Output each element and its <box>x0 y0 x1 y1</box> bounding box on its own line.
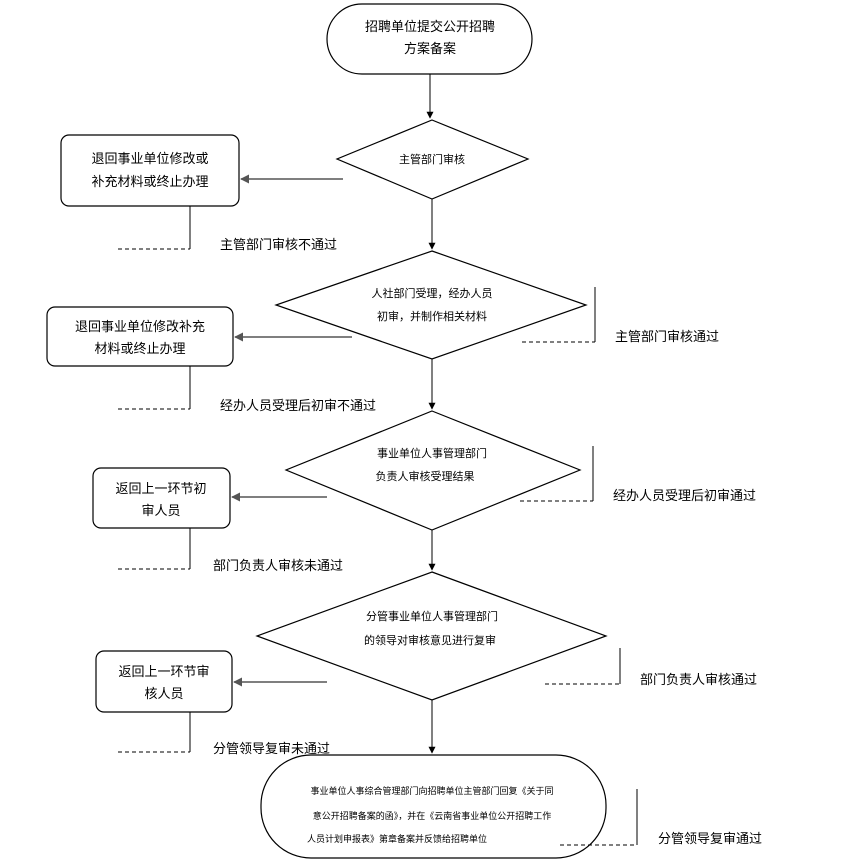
pass-callout-1: 主管部门审核通过 <box>522 287 719 345</box>
decision-2-line2: 初审，并制作相关材料 <box>377 309 487 323</box>
fail-callout-1: 主管部门审核不通过 <box>118 206 337 253</box>
decision-hr-acceptance-review: 人社部门受理，经办人员 初审，并制作相关材料 <box>274 250 588 360</box>
decision-4-line1: 分管事业单位人事管理部门 <box>366 609 498 623</box>
pass-label-4: 分管领导复审通过 <box>658 832 762 847</box>
decision-2-line1: 人社部门受理，经办人员 <box>372 286 493 300</box>
return-box-2-line2: 材料或终止办理 <box>94 341 185 357</box>
pass-callout-2: 经办人员受理后初审通过 <box>520 446 756 504</box>
pass-callout-4: 分管领导复审通过 <box>560 789 762 847</box>
return-box-3-line2: 审人员 <box>141 504 180 519</box>
end-node-line2: 意公开招聘备案的函》，并在《云南省事业单位公开招聘工作 <box>313 810 552 822</box>
return-box-4-line1: 返回上一环节审 <box>118 665 209 680</box>
decision-1-label: 主管部门审核 <box>399 152 465 166</box>
pass-label-1: 主管部门审核通过 <box>615 330 719 345</box>
start-node-line1: 招聘单位提交公开招聘 <box>365 19 495 35</box>
pass-label-3: 部门负责人审核通过 <box>640 673 757 688</box>
end-node: 事业单位人事综合管理部门向招聘单位主管部门回复《关于同 意公开招聘备案的函》，并… <box>260 754 607 859</box>
return-box-3-line1: 返回上一环节初 <box>115 482 206 497</box>
decision-4-line2: 的领导对审核意见进行复审 <box>364 633 496 647</box>
return-box-3: 返回上一环节初 审人员 <box>92 467 231 529</box>
fail-callout-3: 部门负责人审核未通过 <box>118 528 343 574</box>
return-box-1-line1: 退回事业单位修改或 <box>91 152 208 167</box>
decision-3-line1: 事业单位人事管理部门 <box>377 446 487 460</box>
decision-department-head-review: 事业单位人事管理部门 负责人审核受理结果 <box>284 410 582 531</box>
return-box-2-line1: 退回事业单位修改补充 <box>75 319 205 335</box>
decision-leader-re-review: 分管事业单位人事管理部门 的领导对审核意见进行复审 <box>255 571 608 701</box>
fail-label-4: 分管领导复审未通过 <box>213 742 330 757</box>
fail-label-3: 部门负责人审核未通过 <box>213 559 343 574</box>
decision-3-line2: 负责人审核受理结果 <box>376 469 475 483</box>
start-node: 招聘单位提交公开招聘 方案备案 <box>326 3 533 75</box>
fail-label-1: 主管部门审核不通过 <box>220 238 337 253</box>
pass-label-2: 经办人员受理后初审通过 <box>613 489 756 504</box>
return-box-4: 返回上一环节审 核人员 <box>95 650 233 713</box>
fail-callout-2: 经办人员受理后初审不通过 <box>118 366 376 414</box>
return-box-4-line2: 核人员 <box>144 687 183 702</box>
return-box-1: 退回事业单位修改或 补充材料或终止办理 <box>60 134 240 207</box>
start-node-line2: 方案备案 <box>404 41 456 57</box>
return-box-1-line2: 补充材料或终止办理 <box>91 174 208 190</box>
decision-competent-department-review: 主管部门审核 <box>335 119 530 200</box>
pass-callout-3: 部门负责人审核通过 <box>545 648 757 688</box>
return-box-2: 退回事业单位修改补充 材料或终止办理 <box>46 306 234 367</box>
end-node-line3: 人员计划申报表》第章备案并反馈给招聘单位 <box>307 833 487 845</box>
fail-callout-4: 分管领导复审未通过 <box>118 712 330 757</box>
fail-label-2: 经办人员受理后初审不通过 <box>220 399 376 414</box>
end-node-line1: 事业单位人事综合管理部门向招聘单位主管部门回复《关于同 <box>310 785 553 797</box>
